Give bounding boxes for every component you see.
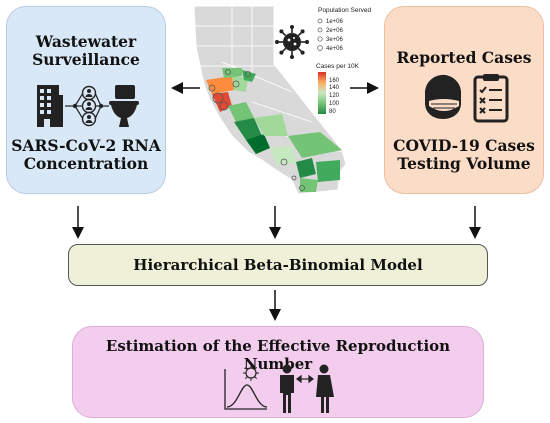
man-icon — [280, 364, 294, 413]
wastewater-title: Wastewater Surveillance — [7, 33, 165, 69]
reported-cases-panel: Reported Cases COVID-19 Cases Testin — [384, 6, 544, 194]
population-circles — [208, 69, 305, 191]
population-legend-item: 4e+06 — [326, 46, 344, 52]
mask-clipboard-icon — [424, 74, 509, 123]
reported-cases-subtitle: COVID-19 Cases Testing Volume — [385, 137, 543, 173]
small-virus-icon — [243, 365, 259, 381]
toilet-icon — [109, 85, 139, 127]
wastewater-title-line1: Wastewater — [35, 32, 137, 51]
building-icon — [37, 85, 63, 127]
cases-legend: Cases per 10K 160 140 120 100 80 — [316, 63, 360, 115]
double-arrow-icon — [296, 374, 314, 384]
cases-legend-title: Cases per 10K — [316, 63, 360, 70]
cases-tick: 80 — [329, 109, 336, 115]
wastewater-panel: Wastewater Surveillance — [6, 6, 166, 194]
estimation-box: Estimation of the Effective Reproduction… — [72, 326, 484, 418]
woman-icon — [316, 364, 334, 413]
reported-cases-title: Reported Cases — [396, 48, 532, 67]
county-fills — [206, 68, 342, 192]
reported-cases-subtitle-line2: Testing Volume — [397, 154, 531, 173]
cases-tick: 140 — [329, 85, 340, 91]
reported-cases-subtitle-line1: COVID-19 Cases — [393, 136, 535, 155]
wastewater-subtitle-line2: Concentration — [23, 154, 149, 173]
population-legend-item: 1e+06 — [326, 19, 344, 25]
wastewater-subtitle-line1: SARS-CoV-2 RNA — [11, 136, 161, 155]
wastewater-title-line2: Surveillance — [32, 50, 140, 69]
model-box: Hierarchical Beta-Binomial Model — [68, 244, 488, 286]
california-map: Population Served 1e+06 2e+06 3e+06 4e+0… — [193, 5, 372, 195]
model-label: Hierarchical Beta-Binomial Model — [133, 256, 423, 274]
face-mask-icon — [424, 74, 461, 119]
reproduction-icon — [224, 364, 334, 413]
building-network-toilet-icon — [37, 85, 139, 127]
virus-icon — [275, 25, 309, 59]
wastewater-subtitle: SARS-CoV-2 RNA Concentration — [7, 137, 165, 173]
estimation-label: Estimation of the Effective Reproduction… — [105, 337, 451, 373]
population-legend-title: Population Served — [318, 7, 372, 14]
epi-curve-icon — [224, 369, 268, 410]
population-legend-item: 3e+06 — [326, 37, 344, 43]
cases-tick: 120 — [329, 93, 340, 99]
population-legend-item: 2e+06 — [326, 28, 344, 34]
cases-tick: 160 — [329, 78, 340, 84]
cases-tick: 100 — [329, 101, 340, 107]
population-legend: Population Served 1e+06 2e+06 3e+06 4e+0… — [317, 7, 372, 52]
cases-color-bar — [318, 72, 326, 114]
clipboard-icon — [473, 74, 509, 123]
